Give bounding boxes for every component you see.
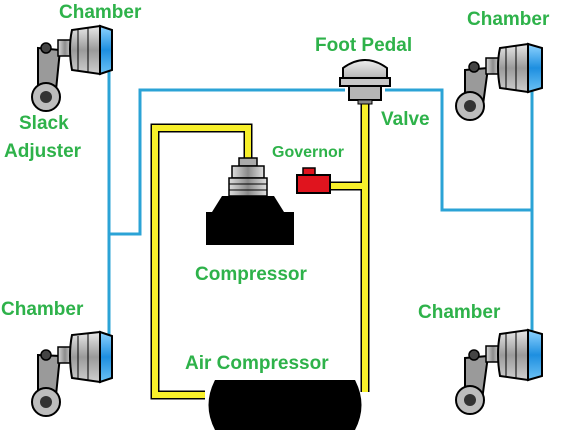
chamber-top-right — [455, 42, 543, 121]
chamber-label-bottom-right: Chamber — [418, 302, 501, 323]
chamber-bottom-right — [455, 328, 543, 415]
chamber-label-top-left: Chamber — [59, 2, 142, 23]
governor — [296, 167, 331, 194]
foot-pedal-label: Foot Pedal — [315, 35, 413, 56]
air-line — [107, 45, 534, 370]
foot-pedal-valve — [339, 59, 391, 105]
governor-label: Governor — [272, 144, 345, 161]
chamber-label-bottom-left: Chamber — [1, 299, 84, 320]
air-tank — [208, 380, 362, 430]
chamber-label-top-right: Chamber — [467, 9, 550, 30]
compressor-label: Compressor — [195, 264, 307, 285]
valve-label: Valve — [381, 109, 430, 130]
compressor — [206, 157, 294, 245]
chamber-top-left — [31, 24, 113, 112]
chamber-bottom-left — [31, 330, 113, 417]
air-compressor-label: Air Compressor — [185, 353, 329, 374]
slack-label-line2: Adjuster — [4, 141, 82, 162]
slack-label-line1: Slack — [19, 113, 69, 134]
